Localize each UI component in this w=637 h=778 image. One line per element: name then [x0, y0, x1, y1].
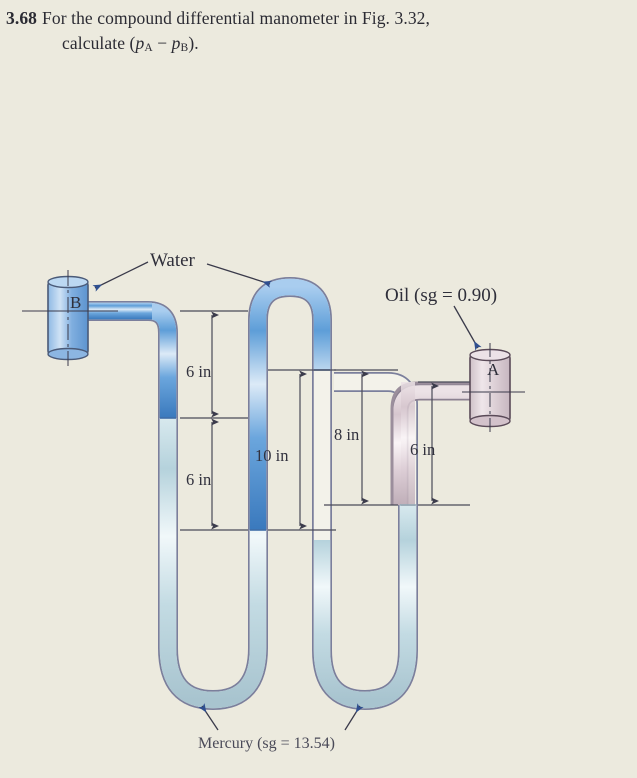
vessel-b[interactable] [22, 270, 118, 366]
dimension-label-8in: 8 in [334, 425, 360, 444]
pressure-b-subscript: B [180, 42, 189, 54]
dimension-label-6in-upper-left: 6 in [186, 362, 212, 381]
water-fluid-middle [249, 278, 331, 530]
dimension-label-6in-right: 6 in [410, 440, 436, 459]
minus-operator: − [152, 33, 172, 53]
water-tube-left [86, 276, 332, 711]
dimension-label-6in-lower-left: 6 in [186, 470, 212, 489]
pressure-a-subscript: A [144, 42, 153, 54]
label-oil: Oil (sg = 0.90) [385, 285, 498, 306]
dimension-label-10in: 10 in [255, 446, 289, 465]
pressure-b-symbol: p [171, 33, 181, 53]
label-mercury: Mercury (sg = 13.54) [198, 735, 335, 752]
leader-lines [92, 261, 482, 731]
vessel-a[interactable] [462, 343, 525, 433]
problem-number: 3.68 [6, 8, 38, 28]
problem-line-2: calculate (pA − pB). [6, 31, 623, 61]
water-fluid-horizontal [86, 302, 152, 320]
pressure-a-symbol: p [135, 33, 145, 53]
problem-text-2: calculate ( [62, 33, 136, 53]
label-water: Water [150, 250, 195, 271]
label-vessel-b: B [70, 293, 82, 312]
problem-text-1: For the compound differential manometer … [42, 8, 430, 28]
mercury-fluid-left-u [159, 418, 267, 709]
label-vessel-a: A [487, 360, 500, 379]
dimension-arrows [211, 311, 439, 530]
mercury-fluid-right-u [313, 505, 417, 709]
oil-column [401, 382, 415, 506]
reference-lines [180, 310, 470, 531]
problem-text-3: ). [188, 33, 199, 53]
